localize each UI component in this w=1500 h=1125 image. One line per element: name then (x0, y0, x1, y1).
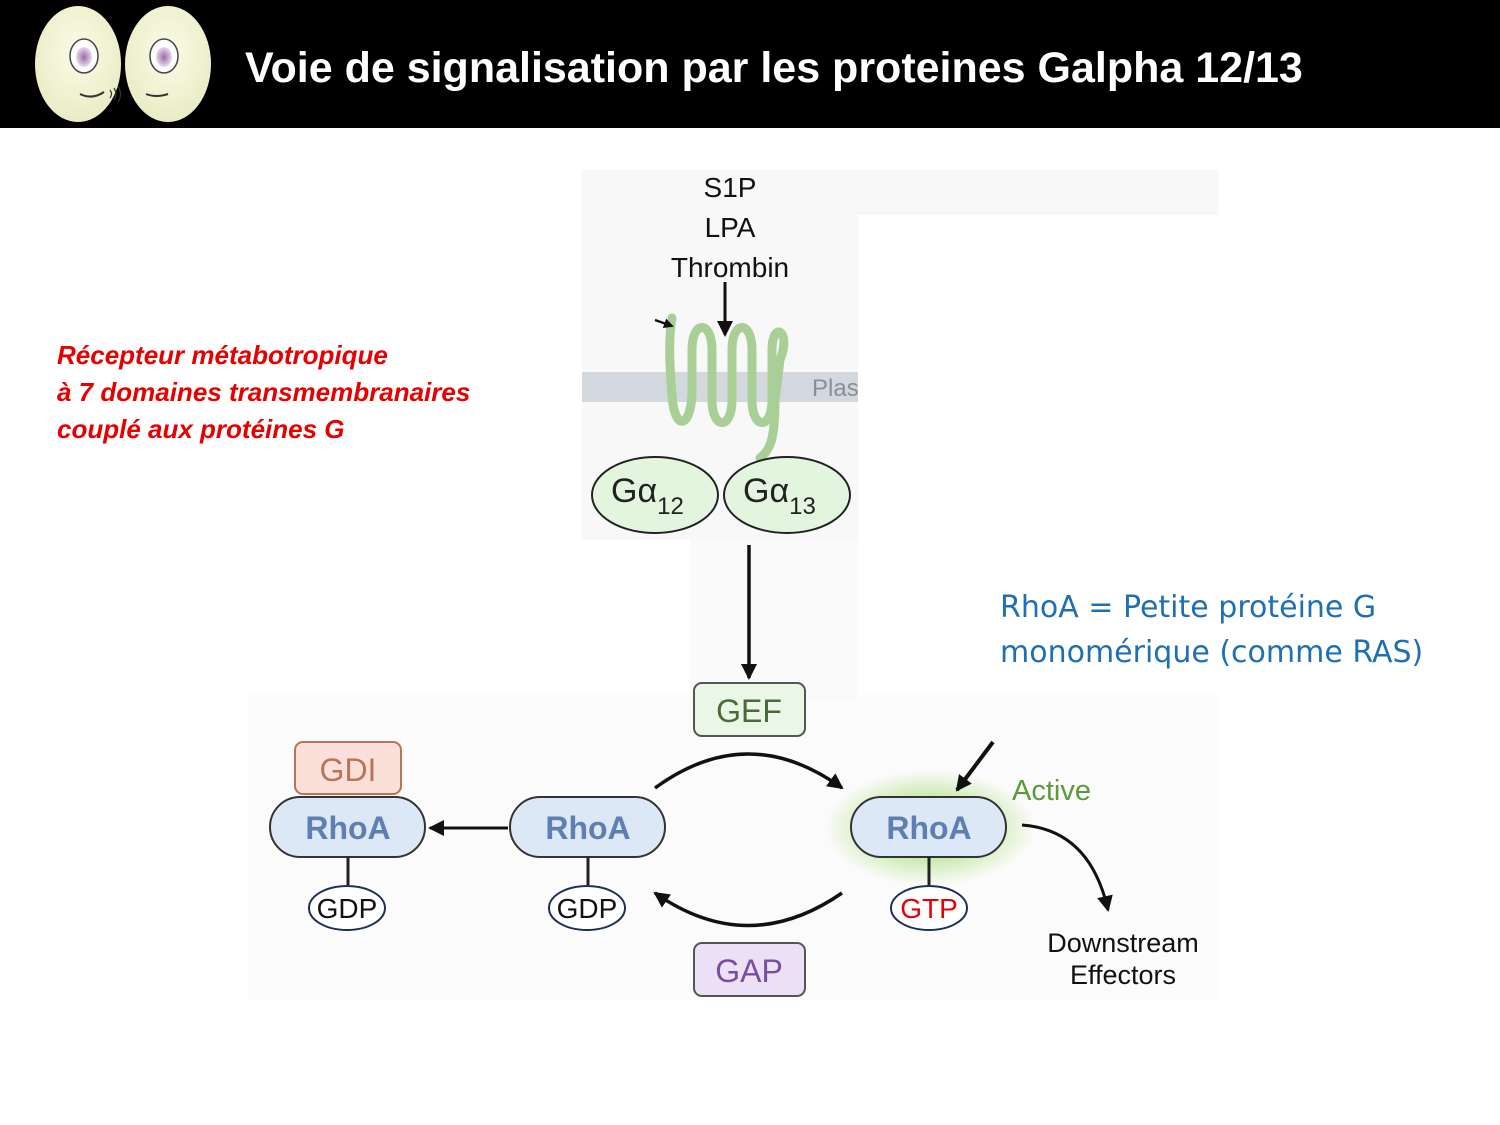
gap-label: GAP (715, 953, 783, 989)
rhoa-note: RhoA = Petite protéine G monomérique (co… (1000, 585, 1423, 675)
gtp-label: GTP (900, 893, 958, 924)
downstream-arrow (1021, 823, 1113, 912)
gdp-middle-node (548, 885, 626, 931)
gef-cycle-arrow (653, 752, 844, 790)
gef-label: GEF (716, 693, 782, 729)
gdp-middle-label: GDP (557, 893, 618, 924)
gdi-label: GDI (320, 752, 377, 788)
gap-cycle-arrow (653, 891, 843, 928)
receptor-note: Récepteur métabotropique à 7 domaines tr… (57, 337, 470, 448)
gdi-box (294, 741, 402, 795)
gap-box (693, 942, 806, 997)
active-label: Active (1012, 775, 1091, 807)
logo-faces-icon (35, 6, 211, 122)
gtp-node (890, 885, 968, 931)
rhoa-gdp-label: RhoA (545, 810, 630, 846)
plasma-membrane (582, 372, 858, 402)
slide-header: Voie de signalisation par les proteines … (0, 0, 1500, 128)
page-title: Voie de signalisation par les proteines … (245, 44, 1303, 92)
small-arrow (654, 318, 674, 329)
downstream-label-line: Effectors (1070, 960, 1176, 990)
galpha12-label: Gα12 (611, 472, 684, 520)
receptor-note-line: à 7 domaines transmembranaires (57, 377, 471, 407)
galpha12-node (591, 456, 719, 534)
downstream-label-line: Downstream (1047, 928, 1199, 958)
seven-tm-receptor-icon (665, 313, 789, 463)
receptor-note-line: couplé aux protéines G (57, 414, 345, 444)
galpha13-node (723, 456, 851, 534)
membrane-label: Plas (812, 375, 859, 402)
rhoa-note-line: monomérique (comme RAS) (1000, 635, 1424, 670)
gdp-left-node (308, 885, 386, 931)
receptor-note-line: Récepteur métabotropique (57, 340, 388, 370)
activation-arrow (955, 740, 995, 792)
ligand-lpa: LPA (705, 212, 756, 243)
rhoa-note-line: RhoA = Petite protéine G (1000, 590, 1377, 625)
gef-box (693, 682, 806, 737)
ligand-thrombin: Thrombin (671, 252, 789, 283)
ligand-s1p: S1P (704, 172, 757, 203)
galpha13-label: Gα13 (743, 472, 816, 520)
gdp-left-label: GDP (317, 893, 378, 924)
rhoa-active-label: RhoA (886, 810, 971, 846)
rhoa-gdi-label: RhoA (305, 810, 390, 846)
